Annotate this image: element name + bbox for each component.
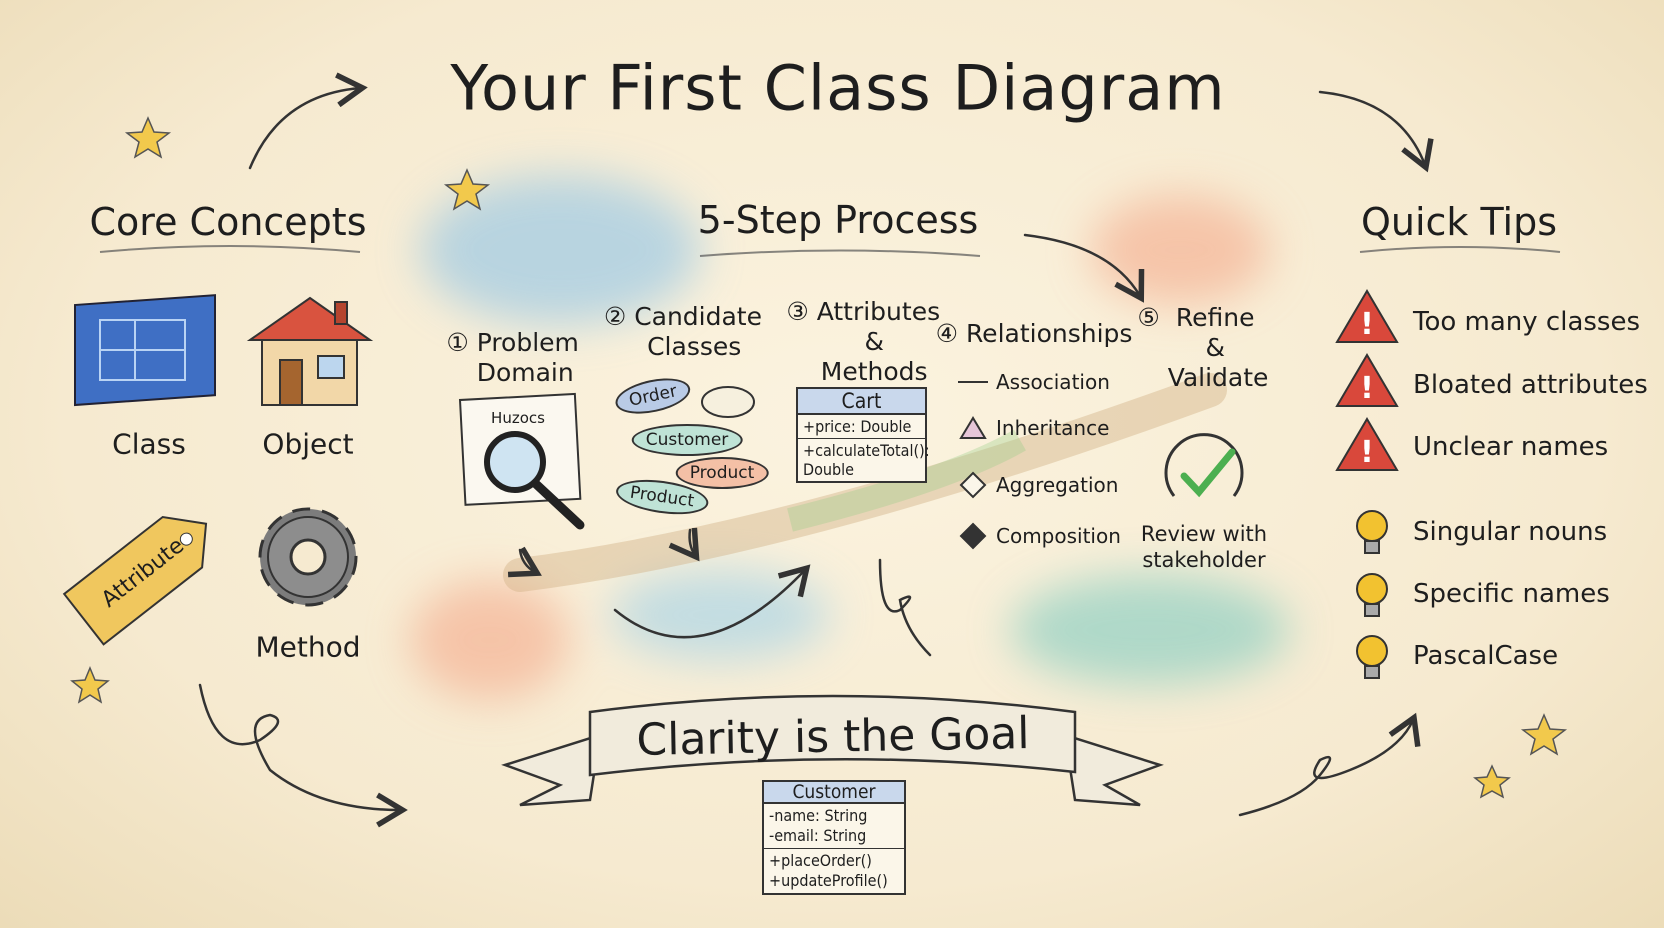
arrow bbox=[1023, 233, 1145, 303]
good-tip: PascalCase bbox=[1413, 641, 1559, 671]
composition-diamond-icon bbox=[959, 522, 987, 550]
step-label: Problem Domain bbox=[476, 328, 579, 387]
concept-object-label: Object bbox=[262, 427, 354, 461]
star-icon bbox=[443, 168, 491, 211]
concept-class-label: Class bbox=[112, 427, 186, 461]
step-label: Relationships bbox=[965, 319, 1133, 348]
svg-text:!: ! bbox=[1360, 435, 1374, 470]
attribute: -name: String bbox=[769, 806, 868, 825]
method: Double bbox=[803, 460, 855, 479]
attribute: +price: Double bbox=[803, 417, 912, 436]
warning-icon: ! bbox=[1335, 289, 1399, 343]
arrow bbox=[198, 683, 408, 828]
step-number: ④ bbox=[935, 319, 958, 348]
step-number: ⑤ bbox=[1137, 303, 1160, 332]
step-2: ② Candidate Classes bbox=[603, 302, 762, 362]
good-tip: Singular nouns bbox=[1413, 517, 1608, 547]
relationship-association: Association bbox=[996, 370, 1110, 394]
method: +placeOrder() bbox=[769, 851, 872, 870]
bubble-product: Product bbox=[675, 457, 769, 489]
arrow bbox=[1238, 712, 1421, 817]
arrow bbox=[1318, 90, 1434, 173]
step-1: ① Problem Domain bbox=[446, 328, 579, 388]
stars bbox=[70, 116, 1568, 799]
class-methods: +placeOrder()+updateProfile() bbox=[764, 849, 904, 893]
gear-icon bbox=[258, 507, 358, 607]
customer-class-box: Customer -name: String-email: String +pl… bbox=[762, 780, 906, 895]
arrow bbox=[507, 546, 542, 578]
step-label: Refine & Validate bbox=[1167, 303, 1269, 392]
lightbulb-icon bbox=[1356, 573, 1388, 617]
step-number: ③ bbox=[786, 297, 809, 326]
attribute: -email: String bbox=[769, 826, 867, 845]
warning-icon: ! bbox=[1335, 353, 1399, 407]
star-icon bbox=[124, 116, 172, 159]
page-title: Your First Class Diagram bbox=[450, 51, 1226, 125]
warning-icons: ! ! ! bbox=[1335, 289, 1399, 471]
empty-bubble bbox=[701, 386, 755, 418]
review-check-icon bbox=[1164, 433, 1244, 498]
warning-icon: ! bbox=[1335, 417, 1399, 471]
relationship-inheritance: Inheritance bbox=[996, 416, 1110, 440]
cart-class-box: Cart +price: Double +calculateTotal():Do… bbox=[796, 387, 930, 483]
star-icon bbox=[1473, 764, 1511, 799]
house-icon bbox=[246, 296, 374, 406]
arrow bbox=[248, 72, 368, 170]
svg-text:!: ! bbox=[1360, 307, 1374, 342]
step-number: ① bbox=[446, 328, 469, 357]
svg-text:!: ! bbox=[1360, 371, 1374, 406]
aggregation-diamond-icon bbox=[959, 471, 987, 499]
star-icon bbox=[70, 666, 110, 704]
arrow bbox=[613, 564, 811, 639]
good-tip: Specific names bbox=[1413, 579, 1610, 609]
blueprint-icon bbox=[74, 294, 216, 407]
document-label: Huzocs bbox=[491, 409, 545, 427]
step-number: ② bbox=[603, 302, 627, 331]
class-attributes: -name: String-email: String bbox=[764, 804, 904, 849]
class-name: Customer bbox=[764, 782, 904, 804]
review-label: Review with stakeholder bbox=[1140, 522, 1268, 572]
relationship-aggregation: Aggregation bbox=[996, 473, 1119, 497]
step-label: Attributes & Methods bbox=[816, 297, 941, 386]
lightbulb-icon bbox=[1356, 510, 1388, 554]
tag-icon bbox=[62, 515, 208, 646]
bubble-customer: Customer bbox=[631, 424, 743, 456]
star-icon bbox=[1520, 713, 1568, 756]
quick-tips-heading: Quick Tips bbox=[1360, 200, 1558, 244]
step-4: ④ Relationships bbox=[936, 319, 1133, 349]
step-3: ③ Attributes & Methods bbox=[786, 297, 941, 387]
lightbulb-icon bbox=[1356, 635, 1388, 679]
warning-tip: Bloated attributes bbox=[1413, 370, 1648, 400]
inheritance-triangle-icon bbox=[959, 416, 987, 439]
heading-underlines bbox=[99, 245, 1561, 257]
relationship-composition: Composition bbox=[996, 524, 1121, 548]
method: +updateProfile() bbox=[769, 871, 888, 890]
magnifier-document-icon bbox=[458, 392, 585, 530]
class-attributes: +price: Double bbox=[798, 415, 925, 439]
step-5: ⑤ Refine & Validate bbox=[1137, 303, 1269, 393]
path-stroke bbox=[503, 373, 1227, 592]
path-stroke-green bbox=[787, 429, 1026, 532]
ribbon-banner bbox=[501, 694, 1164, 807]
class-name: Cart bbox=[798, 389, 925, 415]
arrow bbox=[668, 527, 700, 562]
class-methods: +calculateTotal():Double bbox=[798, 439, 930, 481]
process-heading: 5-Step Process bbox=[697, 198, 979, 242]
warning-tip: Too many classes bbox=[1413, 307, 1641, 337]
lightbulb-icons bbox=[1356, 510, 1388, 679]
relationship-icons bbox=[958, 381, 988, 550]
watercolor-wash bbox=[410, 175, 1290, 700]
step-label: Candidate Classes bbox=[634, 302, 762, 361]
warning-tip: Unclear names bbox=[1413, 432, 1609, 462]
core-concepts-heading: Core Concepts bbox=[89, 200, 367, 244]
arrow bbox=[878, 558, 932, 657]
concept-method-label: Method bbox=[255, 630, 361, 664]
arrows bbox=[198, 72, 1434, 828]
method: +calculateTotal(): bbox=[803, 441, 930, 460]
banner-text: Clarity is the Goal bbox=[636, 708, 1030, 766]
